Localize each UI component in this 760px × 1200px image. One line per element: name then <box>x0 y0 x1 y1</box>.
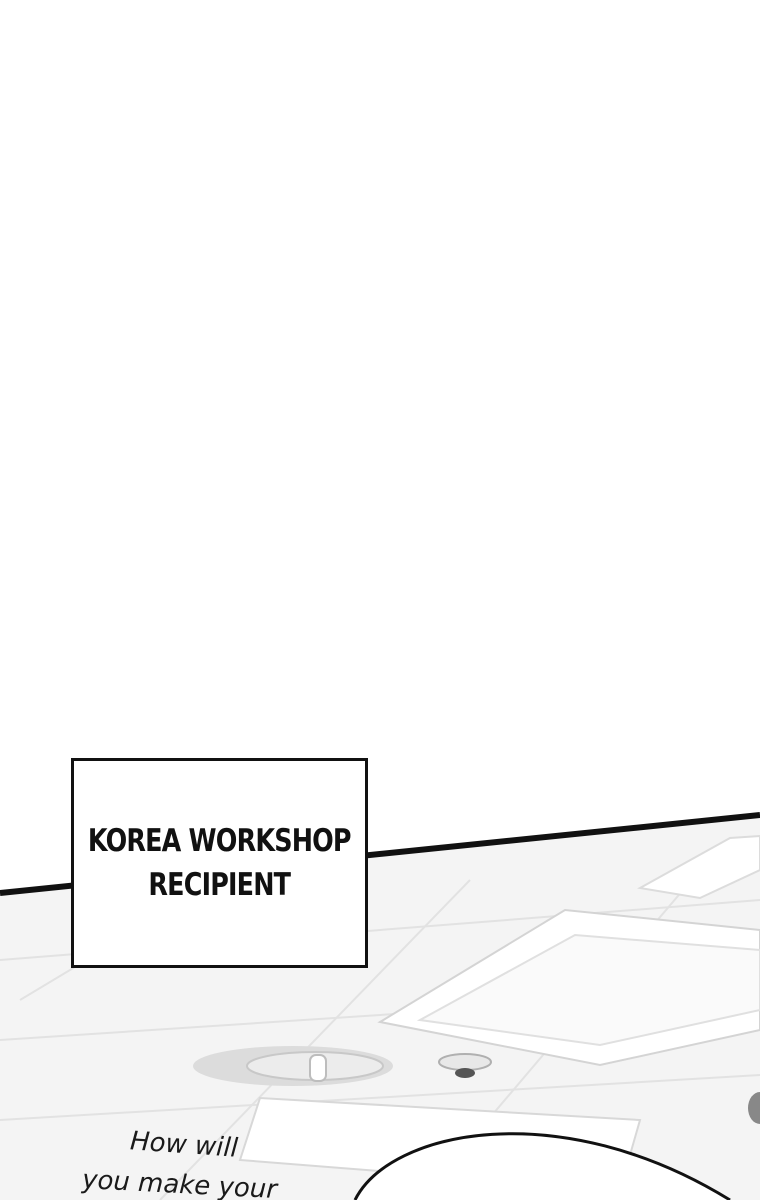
ceiling-light-fixture-upper <box>637 834 760 900</box>
caption-text: KOREA WORKSHOP RECIPIENT <box>88 819 352 907</box>
ceiling-light-fixture <box>377 908 760 1067</box>
caption-line-2: RECIPIENT <box>148 867 292 903</box>
caption-line-1: KOREA WORKSHOP <box>88 823 352 859</box>
speech-bubble <box>353 1132 731 1200</box>
caption-box: KOREA WORKSHOP RECIPIENT <box>71 758 368 968</box>
ceiling-object-edge <box>748 1092 760 1124</box>
smoke-detector <box>438 1053 492 1078</box>
ceiling-vent <box>193 1046 393 1086</box>
